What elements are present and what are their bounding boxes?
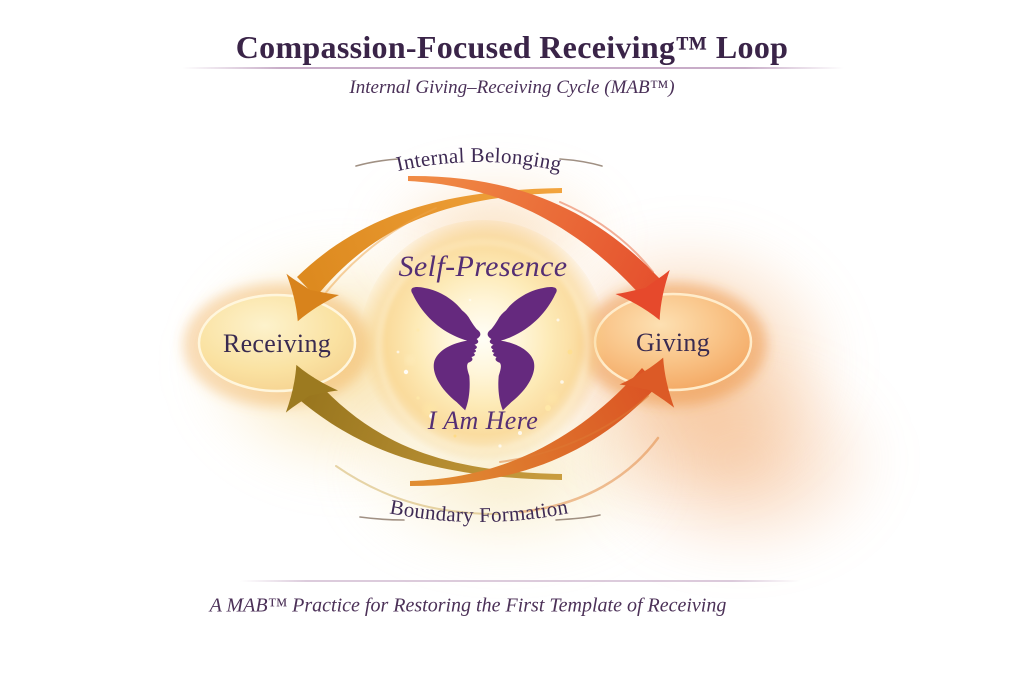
giving-node-label: Giving — [635, 328, 711, 357]
page-title: Compassion-Focused Receiving™ Loop — [235, 29, 789, 65]
center-title: Self-Presence — [398, 250, 568, 283]
bottom-loop-label: Boundary Formation — [388, 495, 570, 528]
page-subtitle: Internal Giving–Receiving Cycle (MAB™) — [349, 77, 675, 98]
echo-arcs — [319, 201, 660, 515]
receiving-node-shape — [197, 293, 357, 393]
label-flank-dashes — [355, 158, 603, 521]
footer-caption: A MAB™ Practice for Restoring the First … — [209, 594, 727, 617]
butterfly-twin-faces-icon — [411, 287, 557, 411]
center-glow-orb — [359, 220, 607, 468]
top-loop-label: Internal Belonging — [394, 143, 564, 176]
arc-top-right — [408, 175, 660, 298]
footer-divider — [240, 580, 800, 582]
title-divider — [182, 67, 844, 69]
orb-inner-ring — [377, 240, 589, 452]
arc-top-left — [297, 188, 562, 297]
center-affirmation: I Am Here — [427, 406, 539, 435]
receiving-node-label: Receiving — [222, 329, 332, 358]
